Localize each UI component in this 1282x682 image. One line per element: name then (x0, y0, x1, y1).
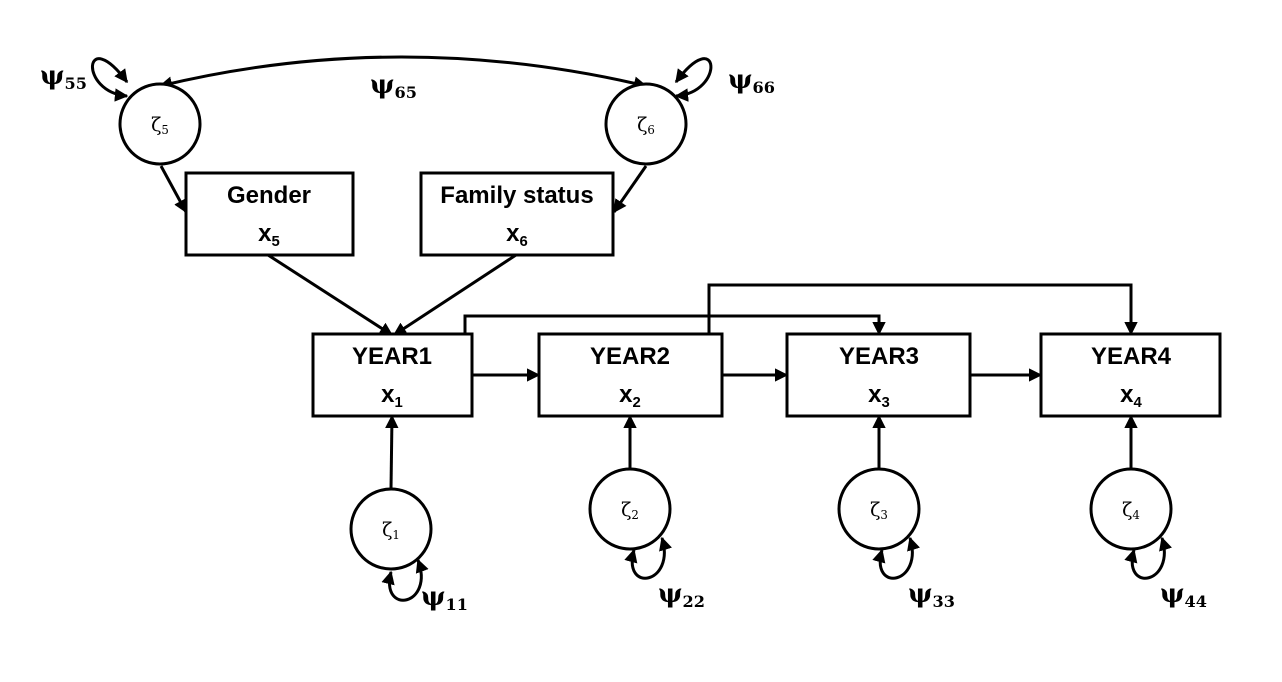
variance-loop-z1 (381, 558, 429, 602)
svg-text:Family status: Family status (440, 182, 593, 209)
box-year1: YEAR1 x1 (311, 332, 474, 418)
svg-text:YEAR4: YEAR4 (1091, 343, 1172, 370)
arrow-year1-year3 (463, 314, 886, 336)
variance-loop-z4 (1124, 536, 1172, 580)
disturbance-z4: ζ4 (1089, 467, 1173, 551)
svg-text:x4: x4 (1120, 381, 1142, 411)
label-psi65: ψ65 (370, 70, 417, 102)
arrow-gender-year1 (267, 253, 394, 337)
svg-text:x5: x5 (258, 220, 280, 250)
box-family-status: Family status x6 (419, 171, 615, 257)
label-psi66: ψ66 (728, 65, 775, 97)
disturbance-z5: ζ5 (118, 82, 202, 166)
box-year4: YEAR4 x4 (1039, 332, 1222, 418)
svg-text:x2: x2 (619, 381, 641, 411)
box-year3: YEAR3 x3 (785, 332, 972, 418)
variance-loop-z5 (91, 57, 129, 102)
svg-text:x1: x1 (381, 381, 403, 411)
disturbance-z2: ζ2 (588, 467, 672, 551)
svg-text:ζ4: ζ4 (1122, 499, 1140, 522)
label-psi55: ψ55 (40, 61, 87, 93)
variance-loop-z3 (872, 536, 920, 580)
box-gender: Gender x5 (184, 171, 355, 257)
covariance-arrow-z5-z6 (158, 55, 648, 90)
svg-text:ζ5: ζ5 (151, 114, 169, 137)
arrow-year2-year4 (707, 283, 1138, 336)
variance-loop-z2 (624, 536, 672, 580)
arrow-z1-year1 (385, 414, 399, 490)
svg-text:x3: x3 (868, 381, 890, 411)
disturbance-z3: ζ3 (837, 467, 921, 551)
svg-text:ζ2: ζ2 (621, 499, 639, 522)
arrow-z5-gender (159, 165, 188, 214)
svg-text:x6: x6 (506, 220, 528, 250)
box-year2: YEAR2 x2 (537, 332, 724, 418)
label-psi33: ψ33 (908, 579, 955, 611)
label-psi44: ψ44 (1160, 579, 1207, 611)
svg-text:ζ1: ζ1 (382, 519, 400, 542)
svg-text:YEAR2: YEAR2 (590, 343, 670, 370)
svg-text:YEAR1: YEAR1 (352, 343, 432, 370)
label-psi22: ψ22 (658, 579, 705, 611)
arrow-family-year1 (392, 253, 517, 337)
svg-text:Gender: Gender (227, 182, 311, 209)
svg-text:ζ6: ζ6 (637, 114, 655, 137)
arrow-z6-family (612, 165, 648, 214)
disturbance-z6: ζ6 (604, 82, 688, 166)
variance-loop-z6 (674, 57, 713, 102)
label-psi11: ψ11 (421, 582, 468, 614)
disturbance-z1: ζ1 (349, 487, 433, 571)
svg-text:ζ3: ζ3 (870, 499, 888, 522)
svg-text:YEAR3: YEAR3 (839, 343, 919, 370)
